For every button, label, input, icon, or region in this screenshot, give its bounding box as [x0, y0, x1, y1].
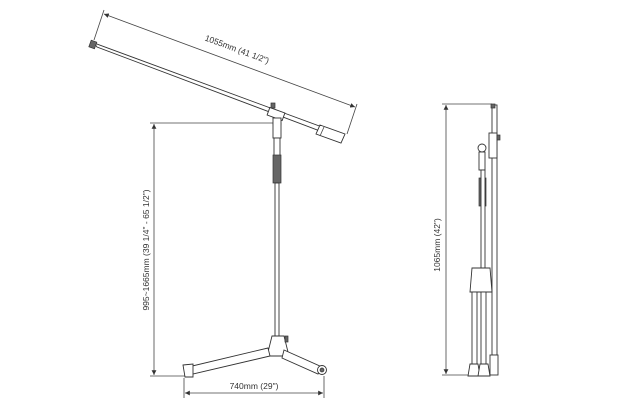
mic-stand-folded	[467, 103, 501, 377]
height-dimension: 995~1665mm (39 1/4" - 65 1/2")	[141, 122, 276, 377]
mic-stand-front	[182, 117, 327, 378]
base-width-label: 740mm (29")	[230, 381, 279, 391]
boom-length-dimension: 1055mm (41 1/2")	[93, 9, 358, 135]
boom-length-label: 1055mm (41 1/2")	[204, 33, 271, 66]
folded-height-dimension: 1065mm (42")	[432, 103, 492, 376]
height-range-label: 995~1665mm (39 1/4" - 65 1/2")	[141, 189, 151, 310]
folded-height-label: 1065mm (42")	[432, 218, 442, 272]
base-width-dimension: 740mm (29")	[183, 376, 325, 398]
